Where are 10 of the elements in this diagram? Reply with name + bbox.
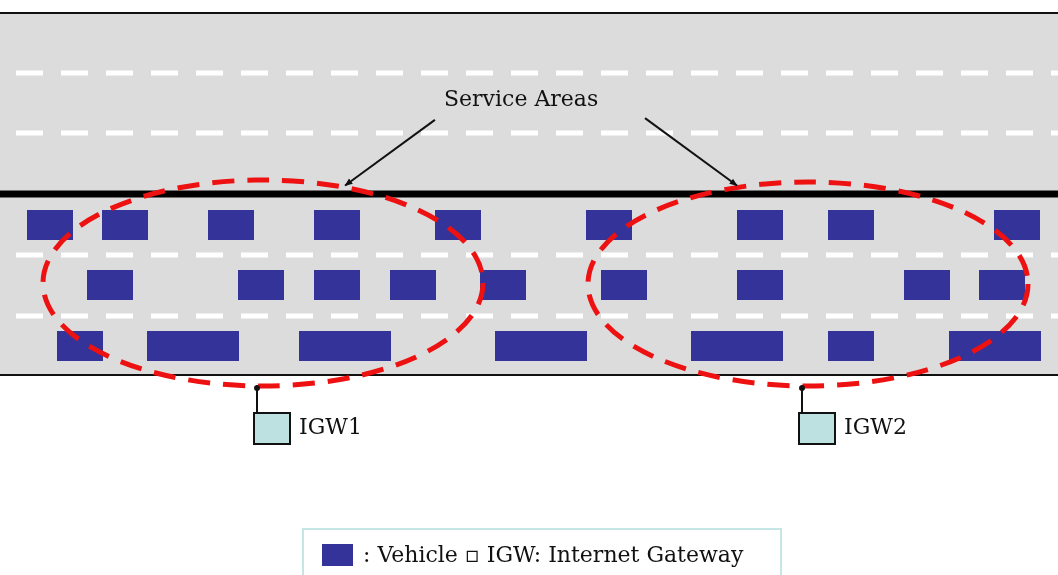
connector-line — [799, 384, 805, 413]
gateway-box — [798, 412, 836, 445]
arrow — [644, 117, 738, 187]
connector-line — [254, 384, 260, 413]
gateway-label: IGW1 — [299, 414, 362, 439]
gateway-box — [253, 412, 291, 445]
gateway-label: IGW2 — [844, 414, 907, 439]
legend-text: : Vehicle ▫ IGW: Internet Gateway — [363, 542, 744, 567]
arrow — [344, 118, 436, 187]
callout-text: Service Areas — [440, 86, 603, 111]
